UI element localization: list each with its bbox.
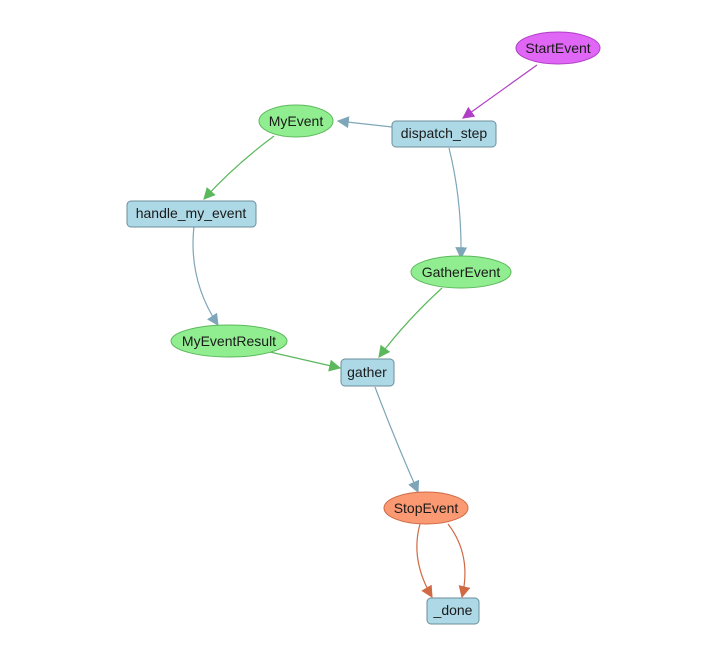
edge-dispatch-to-myevent — [336, 116, 393, 129]
node-gather[interactable]: gather — [340, 358, 395, 387]
node-start-event[interactable]: StartEvent — [515, 31, 601, 65]
edge-gather-to-stopevent — [374, 386, 420, 494]
edge-done-to-stopevent — [447, 523, 471, 599]
node-label-dispatch-step: dispatch_step — [401, 125, 488, 141]
node-label-start-event: StartEvent — [525, 40, 590, 56]
node-gather-event[interactable]: GatherEvent — [410, 255, 512, 289]
node-label-my-event: MyEvent — [269, 113, 324, 129]
node-label-done: _done — [433, 602, 473, 618]
node-label-gather-event: GatherEvent — [422, 264, 501, 280]
node-label-handle-my-event: handle_my_event — [136, 205, 247, 221]
edge-myevent-to-handle — [203, 135, 275, 200]
edge-stopevent-to-done — [416, 523, 433, 599]
node-label-stop-event: StopEvent — [394, 500, 459, 516]
node-label-my-event-result: MyEventResult — [182, 333, 276, 349]
edge-dispatch-to-gatherevent — [448, 147, 468, 260]
node-done[interactable]: _done — [426, 597, 480, 625]
node-dispatch-step[interactable]: dispatch_step — [391, 120, 497, 148]
edge-handle-to-myeventresult — [192, 225, 219, 326]
edges — [192, 64, 538, 599]
nodes: StartEvent dispatch_step MyEvent handle_… — [126, 31, 601, 625]
node-my-event[interactable]: MyEvent — [258, 104, 334, 138]
node-stop-event[interactable]: StopEvent — [383, 491, 469, 525]
node-label-gather: gather — [347, 364, 387, 380]
node-handle-my-event[interactable]: handle_my_event — [126, 200, 257, 228]
edge-myeventresult-to-gather — [269, 351, 342, 372]
edge-start-to-dispatch — [462, 64, 538, 119]
edge-gatherevent-to-gather — [378, 287, 443, 358]
node-my-event-result[interactable]: MyEventResult — [170, 324, 288, 358]
